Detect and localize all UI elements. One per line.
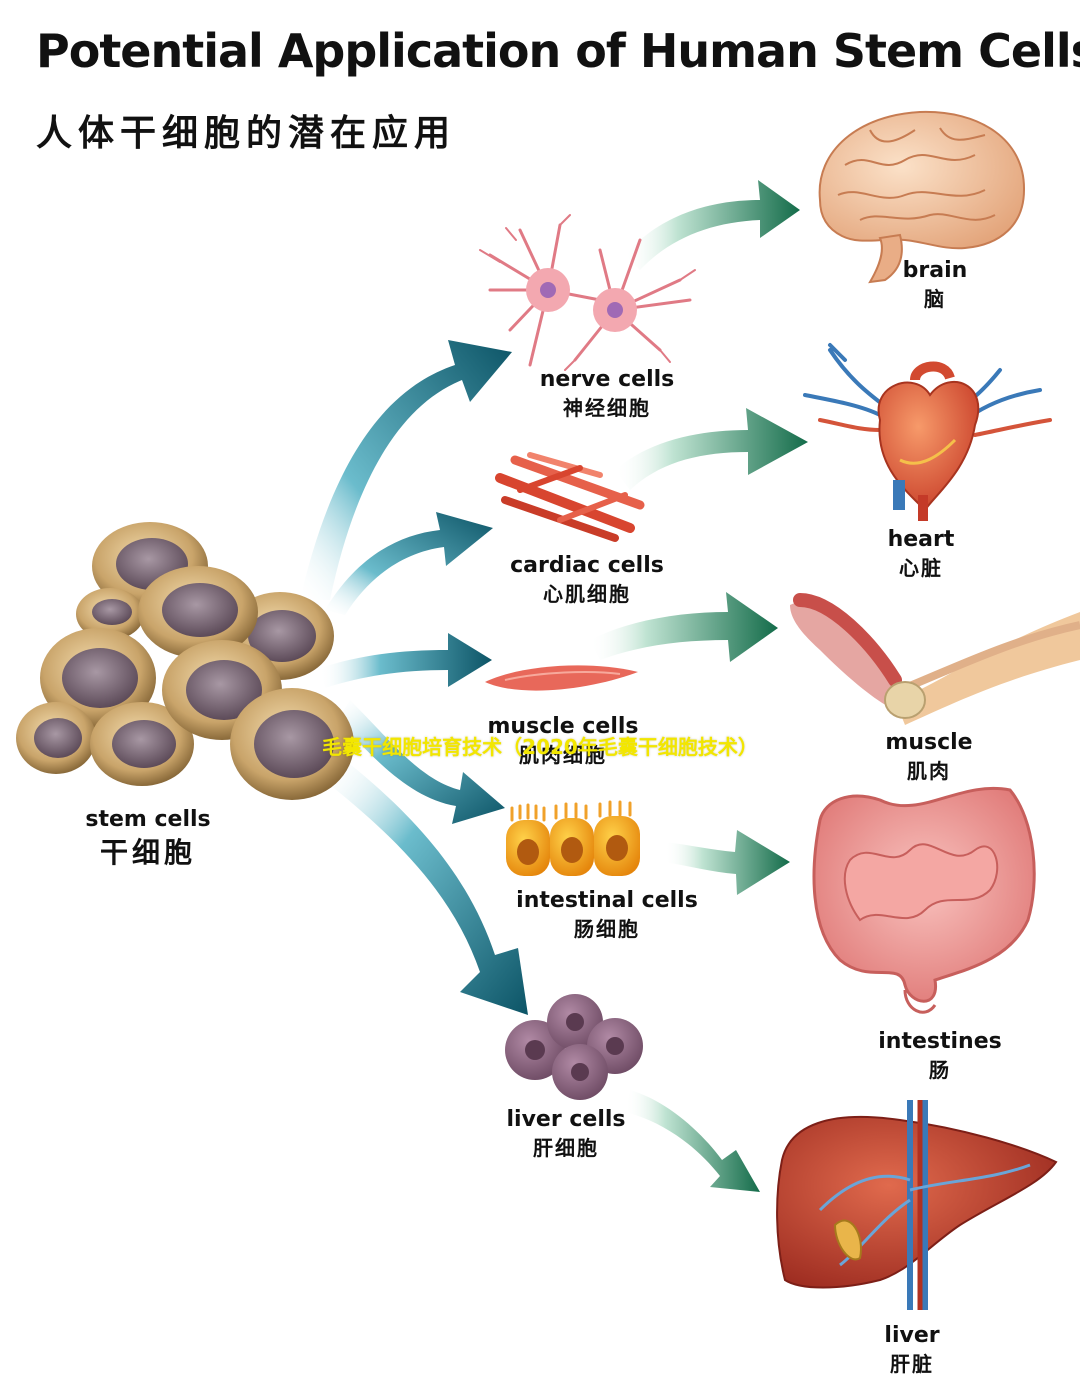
- label-nerve-cells-en: nerve cells: [539, 367, 675, 392]
- stem-cells-illustration: [16, 522, 354, 800]
- label-muscle-cells-en: muscle cells: [487, 714, 639, 739]
- label-muscle-cells: muscle cells 肌肉细胞: [488, 713, 639, 769]
- liver-illustration: [776, 1100, 1058, 1310]
- page-title: Potential Application of Human Stem Cell…: [36, 24, 1080, 78]
- arrow-stem-to-liver: [330, 760, 528, 1015]
- arrow-liver-cells-to-liver: [625, 1090, 760, 1192]
- label-intestines-en: intestines: [878, 1029, 1002, 1054]
- label-liver: liver 肝脏: [884, 1322, 939, 1378]
- label-muscle-en: muscle: [885, 730, 973, 755]
- arrow-stem-to-cardiac: [325, 512, 493, 615]
- label-muscle: muscle 肌肉: [885, 729, 972, 785]
- label-cardiac-cells-en: cardiac cells: [510, 553, 664, 578]
- arrow-stem-to-muscle: [320, 633, 492, 688]
- heart-illustration: [803, 343, 1052, 521]
- arrow-muscle-to-muscle: [590, 592, 778, 662]
- label-liver-cells: liver cells 肝细胞: [507, 1106, 626, 1162]
- intestines-illustration: [812, 787, 1036, 1014]
- arrow-stem-to-nerve: [300, 340, 512, 600]
- arrow-cardiac-to-heart: [615, 408, 808, 490]
- label-liver-cells-en: liver cells: [506, 1107, 626, 1132]
- muscle-illustration: [790, 593, 1080, 725]
- arrow-intestinal-to-intestines: [665, 830, 790, 895]
- label-muscle-cells-zh: 肌肉细胞: [518, 743, 607, 767]
- label-intestinal-cells: intestinal cells 肠细胞: [516, 887, 698, 943]
- label-cardiac-cells: cardiac cells 心肌细胞: [510, 552, 664, 608]
- label-stem-cells: stem cells 干细胞: [85, 806, 210, 872]
- label-nerve-cells: nerve cells 神经细胞: [540, 366, 675, 422]
- label-liver-zh: 肝脏: [889, 1352, 934, 1376]
- label-heart: heart 心脏: [888, 526, 955, 582]
- label-brain-zh: 脑: [924, 287, 946, 311]
- label-cardiac-cells-zh: 心肌细胞: [543, 582, 631, 606]
- muscle-cell-illustration: [485, 665, 638, 691]
- label-nerve-cells-zh: 神经细胞: [563, 396, 651, 420]
- label-brain-en: brain: [902, 258, 968, 283]
- nerve-cells-illustration: [479, 214, 696, 371]
- intestinal-cells-illustration: [506, 800, 640, 876]
- label-intestines-zh: 肠: [928, 1058, 951, 1082]
- arrow-nerve-to-brain: [625, 180, 800, 270]
- label-muscle-zh: 肌肉: [907, 759, 951, 783]
- label-liver-en: liver: [884, 1323, 940, 1348]
- watermark-caption: 毛囊干细胞培育技术（2020年毛囊干细胞技术）: [322, 735, 758, 759]
- label-brain: brain 脑: [903, 257, 968, 313]
- brain-illustration: [818, 110, 1026, 284]
- label-heart-en: heart: [887, 527, 955, 552]
- label-heart-zh: 心脏: [898, 556, 943, 580]
- liver-cells-illustration: [505, 994, 643, 1100]
- label-intestinal-cells-zh: 肠细胞: [573, 917, 640, 941]
- page-subtitle: 人体干细胞的潜在应用: [36, 113, 457, 154]
- label-stem-cells-en: stem cells: [85, 807, 211, 832]
- arrow-stem-to-intestinal: [338, 700, 505, 824]
- label-stem-cells-zh: 干细胞: [99, 836, 197, 869]
- label-intestinal-cells-en: intestinal cells: [516, 888, 698, 913]
- label-liver-cells-zh: 肝细胞: [533, 1136, 599, 1160]
- label-intestines: intestines 肠: [878, 1028, 1001, 1084]
- cardiac-cells-illustration: [495, 452, 645, 542]
